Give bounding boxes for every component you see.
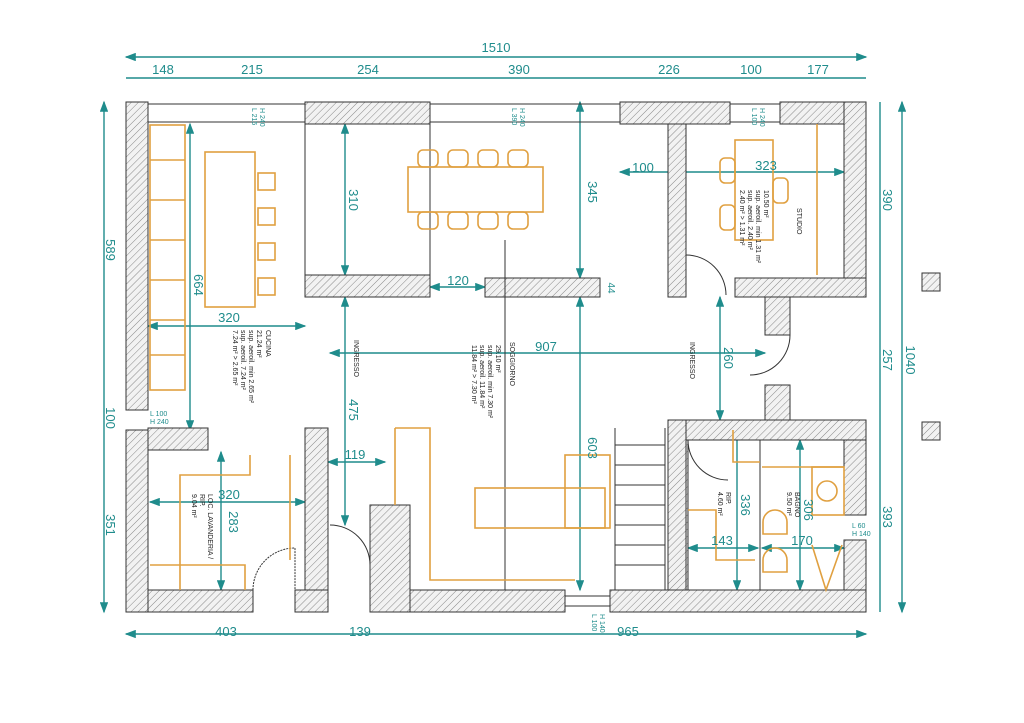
dim-interior: 475 (346, 399, 361, 421)
window-label: H 240 (518, 108, 525, 127)
dim-left: 589 (103, 239, 118, 261)
dimension-labels: 1510 148 215 254 390 226 100 177 589 100… (103, 40, 918, 639)
room-name: LOC. LAVANDERIA / (206, 494, 213, 559)
dim-interior: 119 (345, 447, 366, 462)
room-ingresso: INGRESSO (352, 340, 359, 378)
dim-interior: 260 (721, 347, 736, 369)
dimension-lines (99, 52, 907, 639)
room-info: 7.24 m² > 2.65 m² (231, 330, 238, 386)
room-name: CUCINA (264, 330, 271, 357)
dim-left: 351 (103, 514, 118, 536)
window-label: L 100 (590, 614, 597, 631)
dim-top: 226 (658, 62, 680, 77)
room-labels: CUCINA 21.24 m² sup. aeroil. min 2.65 m²… (190, 190, 802, 559)
window-label: H 240 (150, 419, 169, 426)
room-area: 21.24 m² (255, 330, 262, 358)
dim-total-width: 1510 (482, 40, 511, 55)
dim-interior: 323 (755, 158, 777, 173)
dim-left: 100 (103, 407, 118, 429)
dim-bottom: 965 (617, 624, 639, 639)
room-info: sup. aeroil. min 7.30 m² (486, 345, 493, 419)
dim-interior: 310 (346, 189, 361, 211)
column-marker (921, 421, 941, 441)
dim-interior: 283 (226, 511, 241, 533)
room-lavanderia: LOC. LAVANDERIA / RIP. 9.04 m² (190, 494, 213, 559)
dim-top: 100 (740, 62, 762, 77)
room-name: RIP. (724, 492, 731, 505)
room-ingresso-2: INGRESSO (688, 342, 695, 380)
dim-interior: 345 (585, 181, 600, 203)
dim-right: 257 (880, 349, 895, 371)
window-label: L 100 (150, 411, 167, 418)
dim-top: 215 (241, 62, 263, 77)
room-info: 11.84 m² > 7.30 m² (470, 345, 477, 404)
walls (125, 101, 867, 613)
dim-right: 390 (880, 189, 895, 211)
dim-interior: 306 (801, 499, 816, 521)
room-info: sup. aeroil. 7.24 m² (239, 330, 246, 391)
dim-interior: 320 (218, 310, 240, 325)
dim-interior: 320 (218, 487, 240, 502)
room-area: 9.50 m² (785, 492, 792, 516)
room-soggiorno: SOGGIORNO (508, 342, 515, 387)
dim-bottom: 403 (215, 624, 237, 639)
furniture (149, 124, 845, 593)
room-soggiorno-info: 29.10 m² sup. aeroil. min 7.30 m² sup. a… (470, 345, 501, 419)
dim-interior: 907 (535, 339, 557, 354)
room-studio-info: 10.50 m² sup. aeroil. min 1.31 m² sup. a… (738, 190, 769, 264)
dim-total-height: 1040 (903, 346, 918, 375)
room-area: 4.60 m² (716, 492, 723, 516)
room-info: 2.40 m² > 1.31 m² (738, 190, 745, 246)
window-label: L 390 (510, 108, 517, 125)
room-name: BAGNO (793, 492, 800, 518)
dim-interior: 100 (632, 160, 654, 175)
room-studio: STUDIO (795, 208, 802, 235)
dim-interior: 143 (711, 533, 733, 548)
room-cucina: CUCINA 21.24 m² sup. aeroil. min 2.65 m²… (231, 330, 271, 404)
dim-bottom: 139 (349, 624, 371, 639)
room-info: sup. aeroil. 2.40 m² (746, 190, 753, 251)
dim-top: 177 (807, 62, 829, 77)
dim-interior: 664 (191, 274, 206, 296)
room-info: sup. aeroil. min 2.65 m² (247, 330, 254, 404)
window-label: H 140 (598, 614, 605, 633)
window-label: H 140 (852, 531, 871, 538)
room-area: 9.04 m² (190, 494, 197, 518)
window-label: L 100 (750, 108, 757, 125)
window-label: H 240 (258, 108, 265, 127)
room-rip: RIP. 4.60 m² (716, 492, 731, 516)
room-area: 10.50 m² (762, 190, 769, 218)
dim-interior: 170 (791, 533, 813, 548)
dim-top: 390 (508, 62, 530, 77)
room-bagno: BAGNO 9.50 m² (785, 492, 800, 518)
window-label: H 240 (758, 108, 765, 127)
room-area: 29.10 m² (494, 345, 501, 373)
room-info: RIP. (198, 494, 205, 507)
column-marker (921, 272, 941, 292)
window-label: L 60 (852, 523, 865, 530)
dim-top: 148 (152, 62, 174, 77)
dim-interior: 336 (738, 494, 753, 516)
dim-interior: 44 (605, 282, 616, 294)
dim-right: 393 (880, 506, 895, 528)
window-label: L 215 (250, 108, 257, 125)
dim-top: 254 (357, 62, 379, 77)
dim-interior: 120 (447, 273, 469, 288)
dim-interior: 603 (585, 437, 600, 459)
room-info: sup. aeroil. 11.84 m² (478, 345, 485, 409)
room-info: sup. aeroil. min 1.31 m² (754, 190, 761, 264)
